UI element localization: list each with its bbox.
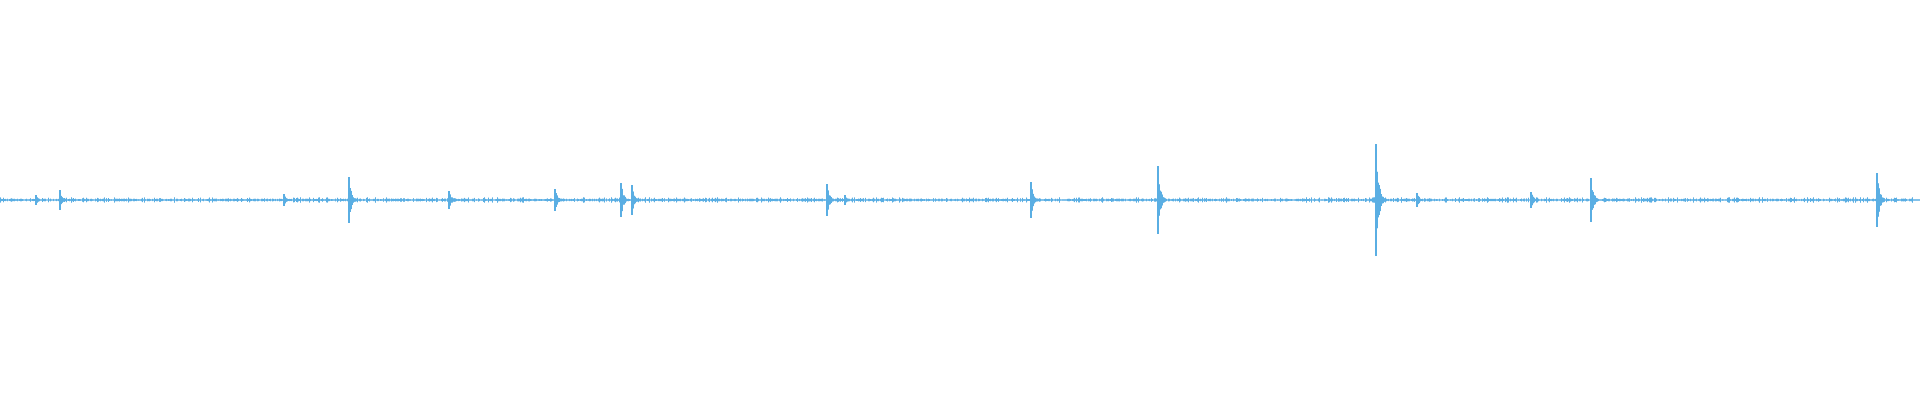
waveform-path	[0, 144, 1920, 256]
